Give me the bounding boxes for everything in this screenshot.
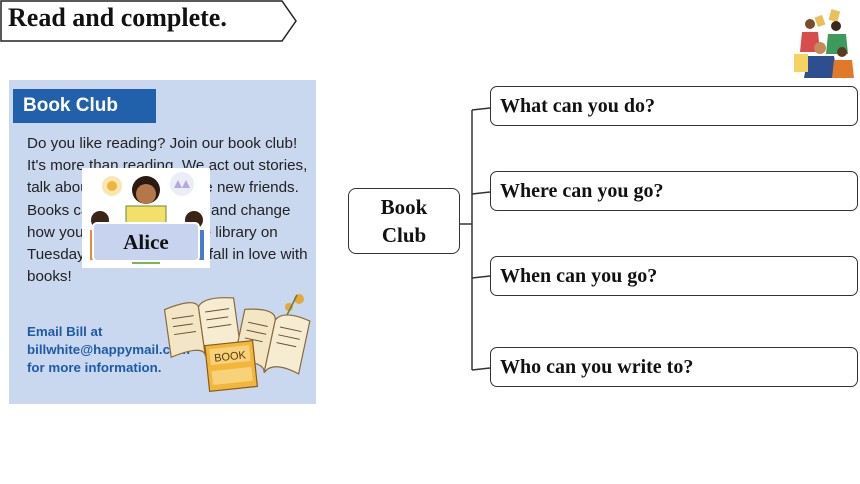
question-box-where: Where can you go? [490,171,858,211]
card-email-info: Email Bill at billwhite@happymail.com fo… [27,323,217,377]
root-line: Book [380,195,428,219]
question-box-who: Who can you write to? [490,347,858,387]
email-line: for more information. [27,360,162,375]
card-heading: Book Club [13,89,156,123]
page-title: Read and complete. [8,3,227,32]
email-line: Email Bill at [27,324,103,339]
diagram-root-node: Book Club [348,188,460,254]
question-box-what: What can you do? [490,86,858,126]
root-line: Club [381,223,427,247]
name-label: Alice [92,222,200,262]
title-banner [0,0,297,42]
books-illustration: BOOK [163,294,311,393]
book-cover-label: BOOK [214,349,248,364]
email-address: billwhite@happymail.com [27,342,190,357]
question-box-when: When can you go? [490,256,858,296]
children-illustration [794,9,854,78]
